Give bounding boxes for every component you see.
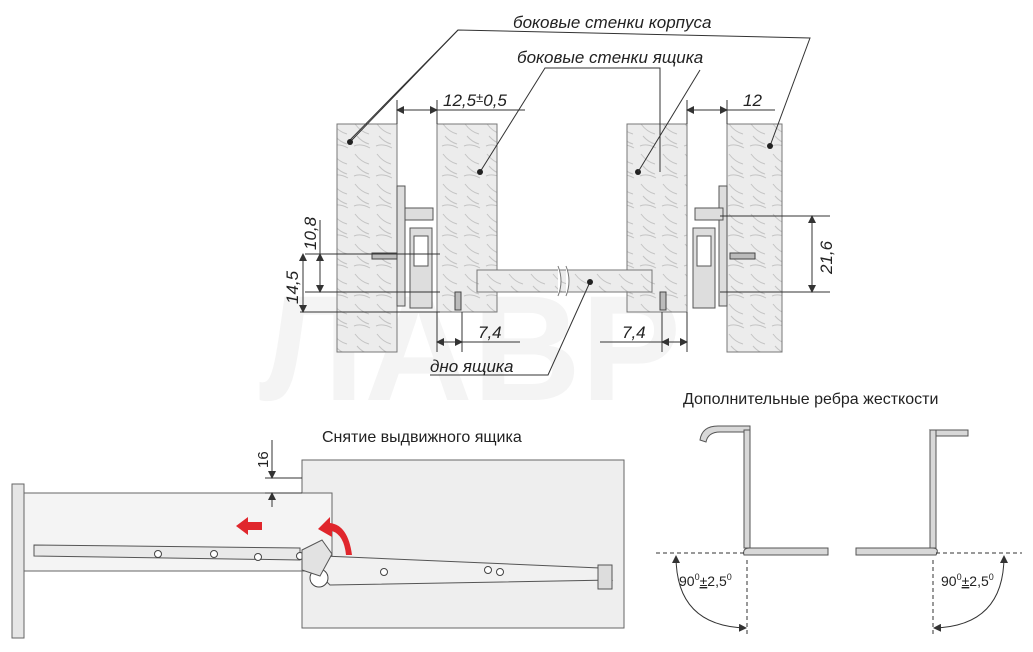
offset-right-dimension: 7,4: [622, 323, 646, 342]
case-walls-label: боковые стенки корпуса: [513, 13, 711, 32]
case-wall-left: [336, 123, 398, 353]
profile-right: [855, 429, 969, 556]
drawer-bottom-panel: [476, 269, 653, 293]
right-rail: [692, 185, 728, 309]
drawer-front: [11, 483, 25, 639]
offset-left-dimension: 7,4: [478, 323, 502, 342]
gap-right-dimension: 12: [743, 91, 762, 110]
left-rail: [396, 185, 434, 309]
height-small-dimension: 10,8: [301, 216, 320, 250]
angle-left-label: 900±2,50: [679, 572, 732, 589]
height-right-dimension: 21,6: [817, 240, 836, 275]
gap-left-dimension: 12,5±0,5: [443, 90, 507, 110]
stiffening-ribs: Дополнительные ребра жесткости 900±2,50 …: [656, 391, 1022, 634]
removal-dimension: 16: [255, 451, 272, 468]
top-diagram: боковые стенки корпуса боковые стенки ящ…: [283, 13, 836, 376]
ribs-title: Дополнительные ребра жесткости: [683, 391, 938, 408]
removal-arrows: [236, 517, 352, 555]
drawer-walls-label: боковые стенки ящика: [517, 48, 703, 67]
height-left-dimension: 14,5: [283, 270, 302, 304]
profile-left: [699, 425, 829, 556]
angle-right-label: 900±2,50: [941, 572, 994, 589]
removal-title: Снятие выдвижного ящика: [322, 429, 522, 446]
cabinet-side: [301, 459, 625, 629]
drawer-removal: Снятие выдвижного ящика 16: [11, 429, 625, 639]
case-wall-right: [726, 123, 783, 353]
drawer-bottom-label: дно ящика: [430, 357, 513, 376]
